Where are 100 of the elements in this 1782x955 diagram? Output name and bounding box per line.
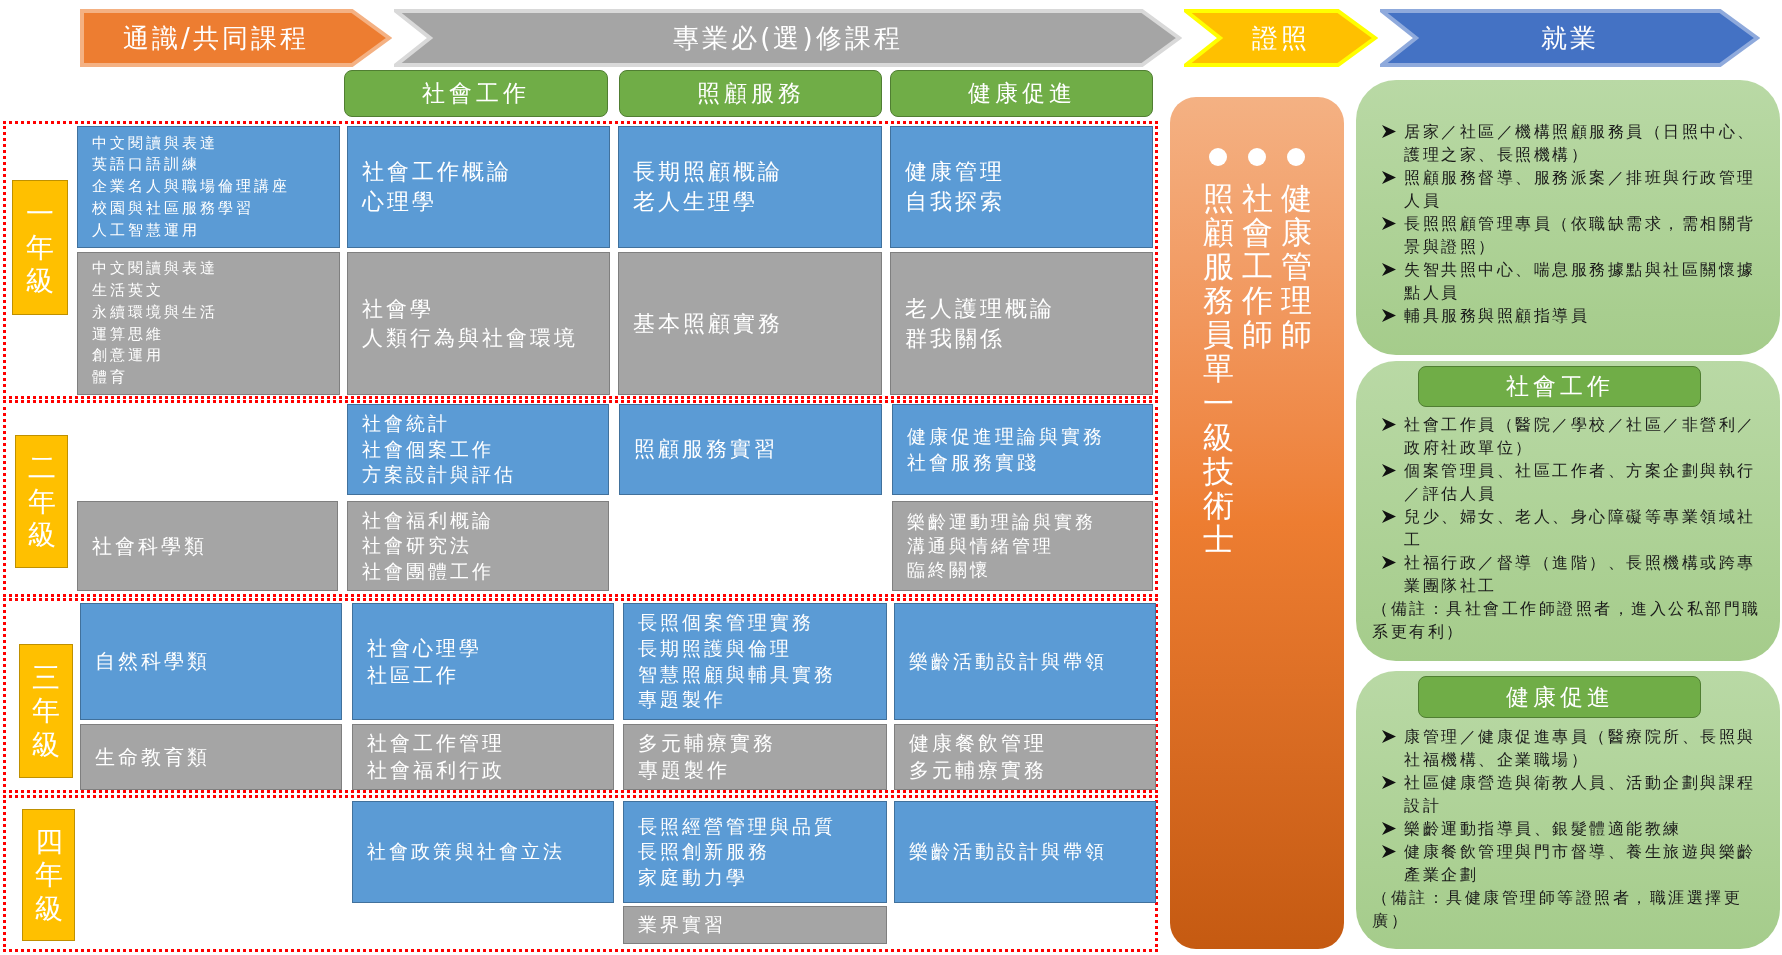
course-name: 多元輔療實務 xyxy=(638,730,776,757)
career-item: 康管理／健康促進專員（醫療院所、長照與社福機構、企業職場） xyxy=(1404,726,1757,771)
career-item: 個案管理員、社區工作者、方案企劃與執行／評估人員 xyxy=(1404,460,1757,505)
course-name: 多元輔療實務 xyxy=(909,757,1047,784)
course-box xyxy=(352,724,614,790)
course-name: 英語口語訓練 xyxy=(92,154,200,176)
course-box xyxy=(352,801,614,903)
course-name: 人類行為與社會環境 xyxy=(362,324,578,352)
career-panel xyxy=(1356,671,1780,949)
course-name: 健康餐飲管理 xyxy=(909,730,1047,757)
course-name: 生活英文 xyxy=(92,280,164,301)
course-name: 社會福利行政 xyxy=(367,757,505,784)
course-box xyxy=(892,501,1153,591)
chevron-banner xyxy=(1380,9,1760,67)
career-item: 照顧服務督導、服務派案／排班與行政管理人員 xyxy=(1404,167,1757,212)
course-box xyxy=(347,252,610,395)
note-text: （備註：具健康管理師等證照者，職涯選擇更廣） xyxy=(1372,887,1743,932)
course-box xyxy=(80,724,342,790)
course-name: 社會個案工作 xyxy=(362,436,494,462)
course-name: 群我關係 xyxy=(905,324,1005,353)
career-panel xyxy=(1356,80,1780,355)
course-name: 方案設計與評估 xyxy=(362,462,516,488)
course-name: 中文閱讀與表達 xyxy=(92,258,218,280)
course-name: 照顧服務實習 xyxy=(634,436,778,464)
course-box xyxy=(352,603,614,720)
course-name: 基本照顧實務 xyxy=(633,309,783,338)
course-box xyxy=(890,126,1153,248)
year-band xyxy=(3,121,1158,399)
course-name: 社會心理學 xyxy=(367,634,482,662)
course-name: 校園與社區服務學習 xyxy=(92,197,254,219)
course-box xyxy=(347,501,609,591)
course-name: 長照經營管理與品質 xyxy=(638,813,836,839)
career-item: 居家／社區／機構照顧服務員（日照中心、護理之家、長照機構） xyxy=(1404,121,1757,166)
chevron-banner xyxy=(1184,9,1378,67)
course-name: 老人護理概論 xyxy=(905,294,1055,323)
career-item: 社區健康營造與衛教人員、活動企劃與課程設計 xyxy=(1404,772,1757,817)
course-name: 樂齡活動設計與帶領 xyxy=(909,839,1107,865)
year-label: 三年級 xyxy=(19,644,73,778)
course-name: 社會團體工作 xyxy=(362,558,494,584)
category-header: 照顧服務 xyxy=(619,70,882,117)
course-box xyxy=(347,404,609,495)
career-item: 輔具服務與照顧指導員 xyxy=(1404,305,1589,327)
course-box xyxy=(623,906,887,944)
banner-title: 專業必(選)修課程 xyxy=(673,21,903,55)
course-name: 臨終關懷 xyxy=(907,558,991,583)
banner-title: 證照 xyxy=(1252,21,1310,55)
course-name: 社會研究法 xyxy=(362,533,472,559)
career-panel xyxy=(1356,361,1780,661)
year-label: 一年級 xyxy=(12,180,68,315)
course-name: 長期照護與倫理 xyxy=(638,635,792,661)
year-band xyxy=(3,400,1158,597)
course-name: 心理學 xyxy=(362,188,437,216)
course-name: 健康管理 xyxy=(905,158,1005,187)
course-box xyxy=(894,603,1156,720)
category-header: 健康促進 xyxy=(890,70,1153,117)
career-item: 社會工作員（醫院／學校／社區／非營利／政府社政單位） xyxy=(1404,414,1757,459)
course-name: 社會科學類 xyxy=(92,532,207,560)
chevron-banner xyxy=(394,9,1182,67)
course-name: 家庭動力學 xyxy=(638,864,748,890)
course-box xyxy=(80,603,342,720)
certificate-name: 社會工作師 xyxy=(1241,181,1273,352)
course-name: 運算思維 xyxy=(92,323,164,345)
course-name: 老人生理學 xyxy=(633,188,758,216)
course-box xyxy=(77,126,340,248)
course-name: 社會工作管理 xyxy=(367,730,505,757)
course-name: 社區工作 xyxy=(367,661,459,689)
course-name: 業界實習 xyxy=(638,912,726,938)
course-box xyxy=(618,126,882,248)
course-name: 專題製作 xyxy=(638,687,726,713)
course-name: 人工智慧運用 xyxy=(92,219,200,241)
certificate-name: 健康管理師 xyxy=(1280,181,1312,352)
category-header: 健康促進 xyxy=(1418,676,1701,718)
course-name: 企業名人與職場倫理講座 xyxy=(92,176,290,198)
course-box xyxy=(623,603,887,720)
course-box xyxy=(347,126,610,248)
course-name: 長期照顧概論 xyxy=(633,158,783,187)
career-item: 失智共照中心、喘息服務據點與社區關懷據點人員 xyxy=(1404,259,1757,304)
course-box xyxy=(77,501,338,591)
career-item: 樂齡運動指導員、銀髮體適能教練 xyxy=(1404,818,1682,840)
course-box xyxy=(892,404,1153,495)
course-box xyxy=(894,801,1156,903)
course-box xyxy=(623,801,887,903)
category-header: 社會工作 xyxy=(1418,366,1701,407)
banner-title: 就業 xyxy=(1541,21,1599,55)
course-name: 社會服務實踐 xyxy=(907,449,1039,475)
course-name: 長照個案管理實務 xyxy=(638,610,814,636)
course-name: 社會學 xyxy=(362,296,434,324)
year-band xyxy=(3,598,1158,793)
course-name: 健康促進理論與實務 xyxy=(907,423,1105,449)
course-name: 自然科學類 xyxy=(95,648,210,675)
course-name: 社會政策與社會立法 xyxy=(367,839,565,865)
course-name: 永續環境與生活 xyxy=(92,301,218,323)
course-name: 生命教育類 xyxy=(95,743,210,771)
year-band xyxy=(3,795,1158,952)
career-item: 健康餐飲管理與門市督導、養生旅遊與樂齡產業企劃 xyxy=(1404,841,1757,886)
banner-title: 通識/共同課程 xyxy=(123,21,310,55)
certificate-column xyxy=(1170,97,1344,949)
chevron-banner xyxy=(80,9,392,67)
course-name: 創意運用 xyxy=(92,345,164,367)
course-box xyxy=(618,252,882,395)
